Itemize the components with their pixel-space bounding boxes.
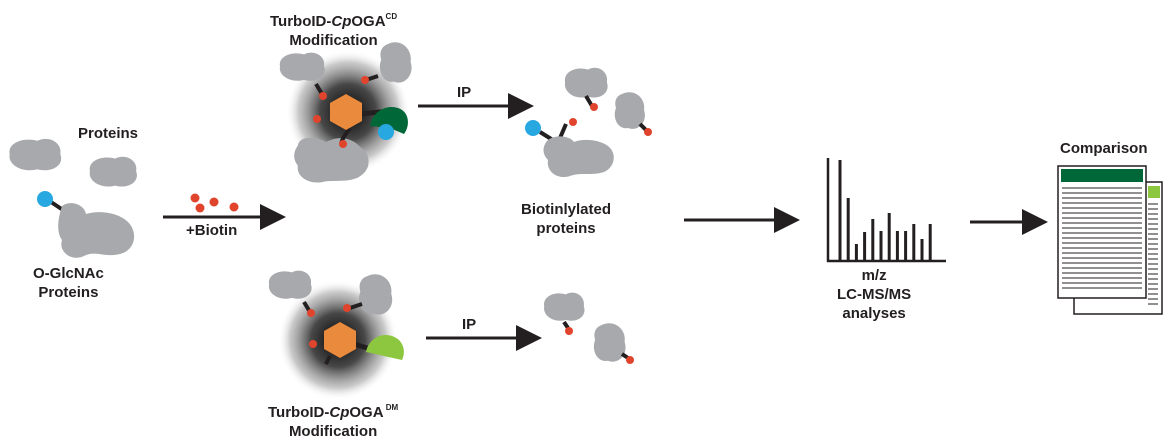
- lcms-label: m/z LC-MS/MS analyses: [837, 266, 911, 323]
- biotin-text: +Biotin: [186, 222, 238, 239]
- lcms-line2: analyses: [842, 305, 906, 322]
- ip-top-text: IP: [457, 84, 472, 101]
- non-specific-proteins: [544, 292, 634, 364]
- turboid-hexagon: [324, 322, 356, 358]
- ip-bottom-text: IP: [462, 316, 477, 333]
- ip-arrow-top: [418, 93, 534, 119]
- oglcnac-dot: [37, 191, 53, 207]
- biotin-arrow: [163, 204, 286, 230]
- biotinylated-line1: Biotinlylated: [521, 201, 612, 218]
- oga-dm-domain: [366, 334, 404, 360]
- comparison-label: Comparison: [1060, 139, 1148, 158]
- turboid-cd-label: TurboID-CpOGACD Modification: [270, 7, 397, 50]
- proteins-text: Proteins: [78, 125, 139, 142]
- spectrum-peaks: [838, 160, 932, 260]
- protein-blob: [89, 156, 137, 187]
- oglcnac-proteins-label: O-GlcNAc Proteins: [33, 264, 104, 302]
- cd-line1: TurboID-CpOGACD: [270, 12, 398, 30]
- oglcnac-protein: [37, 191, 135, 258]
- oga-cd-domain: [370, 106, 408, 134]
- dm-line2: Modification: [288, 423, 378, 440]
- cd-complex: [279, 42, 412, 183]
- biotin-label: +Biotin: [186, 221, 237, 240]
- mz-text: m/z: [861, 267, 887, 284]
- arrow-to-comparison: [970, 209, 1048, 235]
- ip-arrow-bottom: [426, 325, 542, 351]
- biotin-dots: [190, 193, 239, 213]
- comparison-text: Comparison: [1060, 140, 1148, 157]
- oglcnac-line2: Proteins: [38, 284, 99, 301]
- dm-complex: [268, 270, 404, 400]
- ip-top-label: IP: [457, 83, 471, 102]
- mass-spectrum: [826, 158, 946, 263]
- turboid-hexagon: [330, 94, 362, 130]
- comparison-documents: [1057, 165, 1163, 315]
- proteins-label: Proteins: [78, 124, 138, 143]
- cd-line2: Modification: [289, 32, 378, 49]
- arrow-to-lcms: [684, 207, 800, 233]
- oglcnac-line1: O-GlcNAc: [33, 265, 104, 282]
- turboid-dm-label: TurboID-CpOGA DM Modification: [268, 398, 398, 441]
- ip-bottom-label: IP: [462, 315, 476, 334]
- dm-line1: TurboID-CpOGA DM: [268, 403, 399, 421]
- free-proteins: [9, 138, 137, 187]
- biotinylated-proteins-label: Biotinlylated proteins: [521, 200, 611, 238]
- biotinylated-line2: proteins: [536, 220, 596, 237]
- protein-blob: [9, 138, 62, 171]
- lcms-line1: LC-MS/MS: [837, 286, 912, 303]
- biotinylated-proteins: [525, 67, 652, 178]
